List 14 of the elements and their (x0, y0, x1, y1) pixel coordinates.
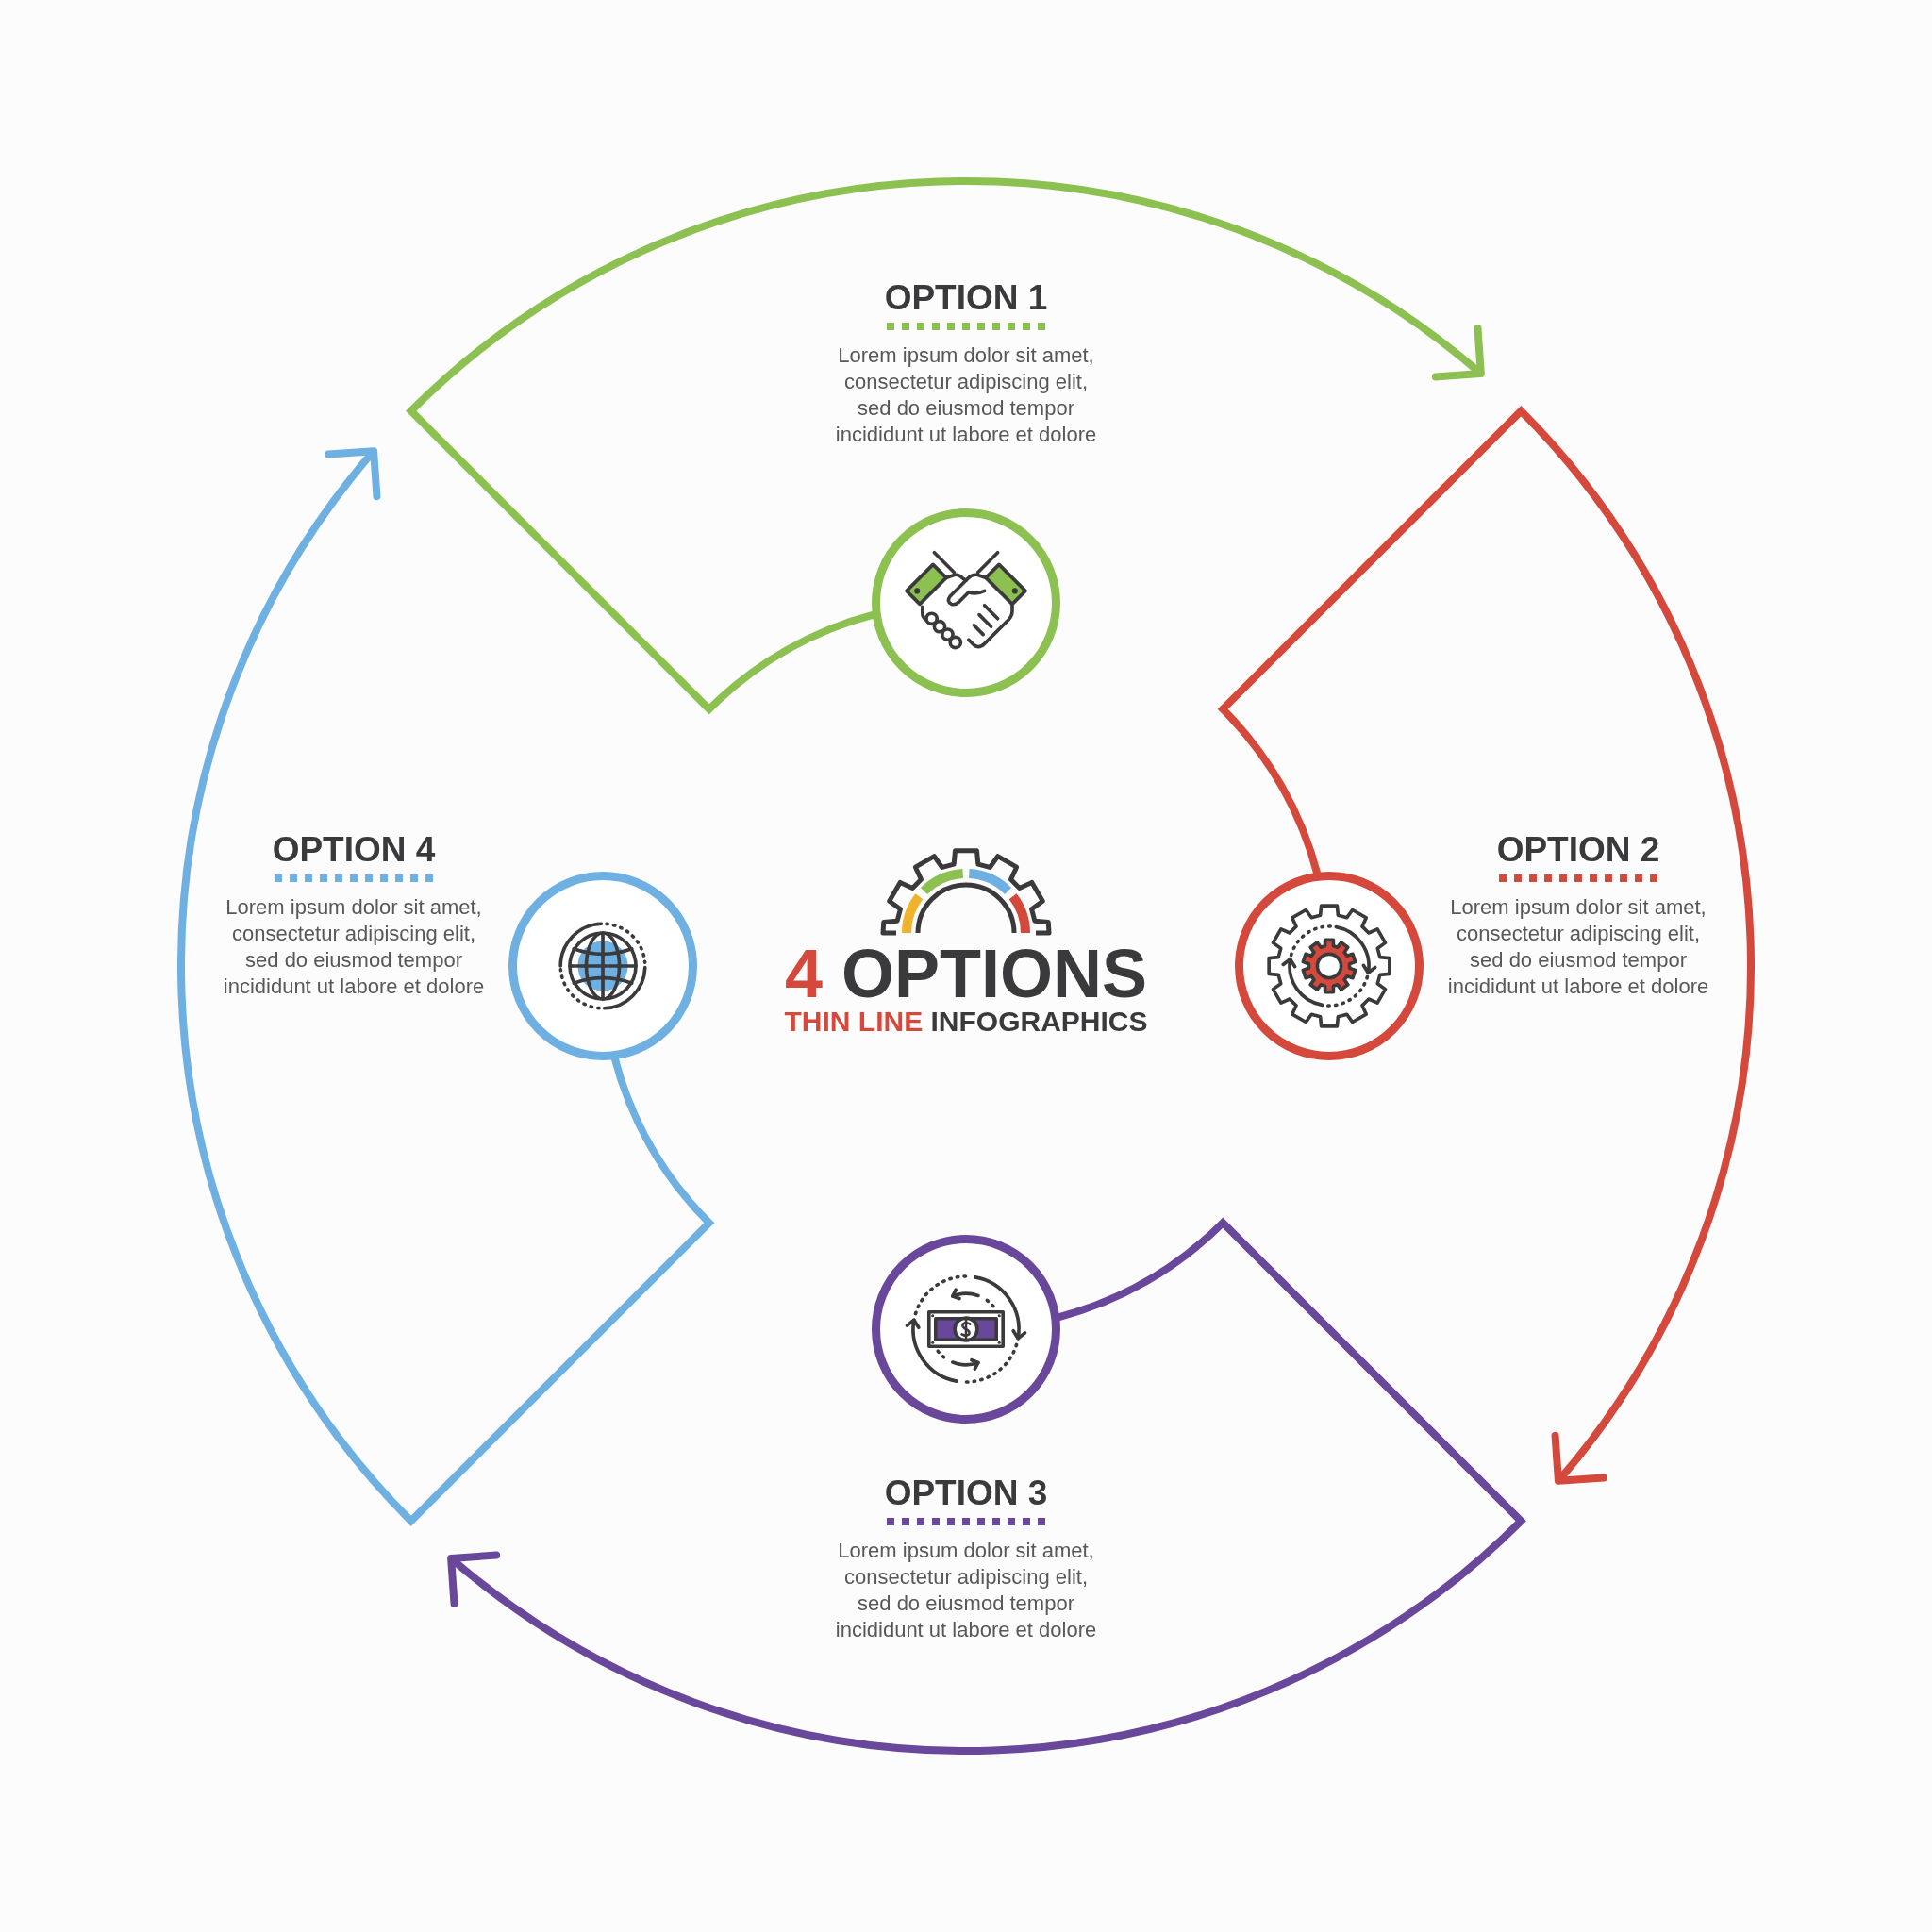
option-heading: OPTION 1 (884, 277, 1048, 319)
option-description: Lorem ipsum dolor sit amet, consectetur adipiscing elit, sed do eiusmod tempor incididunt ut labore et dolore (222, 894, 486, 1000)
option-heading: OPTION 3 (884, 1473, 1048, 1514)
curved-arrow (407, 177, 1485, 713)
option-heading: OPTION 2 (1496, 829, 1660, 871)
option-description: Lorem ipsum dolor sit amet, consectetur adipiscing elit, sed do eiusmod tempor incididunt ut labore et dolore (1446, 894, 1710, 1000)
curved-arrow (447, 1219, 1525, 1755)
option-description: Lorem ipsum dolor sit amet, consectetur adipiscing elit, sed do eiusmod tempor incididunt ut labore et dolore (834, 342, 1098, 448)
option-heading: OPTION 4 (272, 829, 436, 871)
curved-arrow (177, 447, 713, 1525)
subtitle: THIN LINE INFOGRAPHICS (784, 1008, 1148, 1036)
curved-arrow (1219, 407, 1755, 1485)
option-description: Lorem ipsum dolor sit amet, consectetur adipiscing elit, sed do eiusmod tempor incididunt ut labore et dolore (834, 1538, 1098, 1643)
diagram-title: 4 OPTIONS (784, 940, 1148, 1008)
